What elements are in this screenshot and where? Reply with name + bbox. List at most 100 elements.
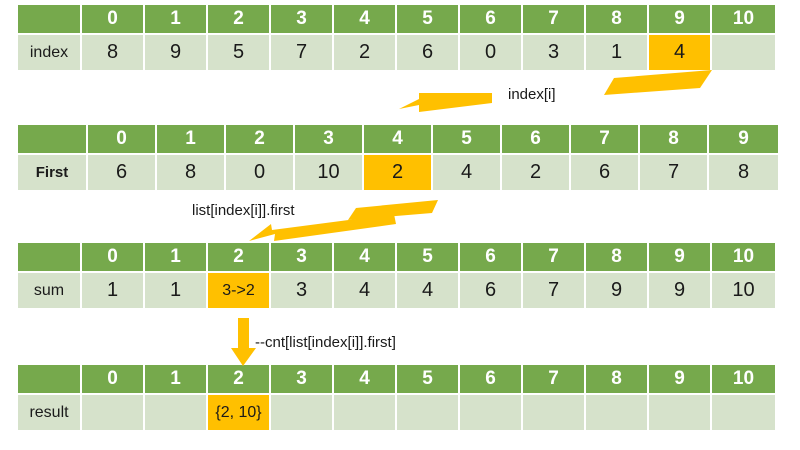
column-header-8: 8 (640, 125, 709, 155)
column-header-6: 6 (502, 125, 571, 155)
column-header-8: 8 (586, 5, 649, 35)
table-sum-row-label: sum (18, 273, 82, 308)
column-header-1: 1 (145, 243, 208, 273)
cell-sum-table-5: 4 (397, 273, 460, 308)
table-index-row-label: index (18, 35, 82, 70)
column-header-3: 3 (295, 125, 364, 155)
column-header-0: 0 (88, 125, 157, 155)
column-header-10: 10 (712, 365, 775, 395)
column-header-9: 9 (709, 125, 778, 155)
column-header-10: 10 (712, 243, 775, 273)
column-header-0: 0 (82, 365, 145, 395)
column-header-9: 9 (649, 243, 712, 273)
column-header-5: 5 (397, 243, 460, 273)
cell-first-table-8: 7 (640, 155, 709, 190)
cell-index-table-10 (712, 35, 775, 70)
column-header-7: 7 (571, 125, 640, 155)
column-header-4: 4 (334, 5, 397, 35)
column-header-6: 6 (460, 5, 523, 35)
column-header-9: 9 (649, 365, 712, 395)
cell-index-table-8: 1 (586, 35, 649, 70)
cell-index-table-0: 8 (82, 35, 145, 70)
column-header-5: 5 (433, 125, 502, 155)
cell-first-table-7: 6 (571, 155, 640, 190)
cell-result-table-8 (586, 395, 649, 430)
cell-sum-table-8: 9 (586, 273, 649, 308)
column-header-1: 1 (157, 125, 226, 155)
cell-sum-table-7: 7 (523, 273, 586, 308)
arrow-list-first-tail (348, 200, 438, 220)
cell-first-table-4: 2 (364, 155, 433, 190)
arrow-index-i-tail (604, 70, 712, 95)
column-header-4: 4 (364, 125, 433, 155)
cell-first-table-1: 8 (157, 155, 226, 190)
cell-sum-table-3: 3 (271, 273, 334, 308)
column-header-5: 5 (397, 5, 460, 35)
table-result-data-row: result {2, 10} (18, 395, 775, 430)
column-header-10: 10 (712, 5, 775, 35)
column-header-2: 2 (208, 365, 271, 395)
cell-result-table-9 (649, 395, 712, 430)
cell-index-table-4: 2 (334, 35, 397, 70)
cell-sum-table-9: 9 (649, 273, 712, 308)
column-header-2: 2 (208, 5, 271, 35)
column-header-2: 2 (208, 243, 271, 273)
cell-index-table-2: 5 (208, 35, 271, 70)
column-header-6: 6 (460, 243, 523, 273)
cell-result-table-0 (82, 395, 145, 430)
cell-first-table-0: 6 (88, 155, 157, 190)
cell-result-table-4 (334, 395, 397, 430)
cell-first-table-2: 0 (226, 155, 295, 190)
column-header-1: 1 (145, 5, 208, 35)
cell-first-table-9: 8 (709, 155, 778, 190)
cell-sum-table-2: 3->2 (208, 273, 271, 308)
column-header-3: 3 (271, 243, 334, 273)
column-header-3: 3 (271, 5, 334, 35)
cell-sum-table-4: 4 (334, 273, 397, 308)
cell-result-table-6 (460, 395, 523, 430)
cell-index-table-3: 7 (271, 35, 334, 70)
cell-index-table-6: 0 (460, 35, 523, 70)
table-result-row-label: result (18, 395, 82, 430)
cell-first-table-3: 10 (295, 155, 364, 190)
column-header-6: 6 (460, 365, 523, 395)
arrow-index-i-head (399, 93, 492, 112)
column-header-7: 7 (523, 365, 586, 395)
annotation-index-i: index[i] (508, 86, 556, 103)
cell-first-table-5: 4 (433, 155, 502, 190)
cell-result-table-5 (397, 395, 460, 430)
annotation-cnt-decrement: --cnt[list[index[i]].first] (255, 334, 396, 351)
column-header-4: 4 (334, 365, 397, 395)
column-header-4: 4 (334, 243, 397, 273)
table-index-corner-cell (18, 5, 82, 35)
cell-index-table-5: 6 (397, 35, 460, 70)
column-header-0: 0 (82, 5, 145, 35)
cell-index-table-1: 9 (145, 35, 208, 70)
cell-sum-table-10: 10 (712, 273, 775, 308)
column-header-2: 2 (226, 125, 295, 155)
column-header-5: 5 (397, 365, 460, 395)
cell-sum-table-6: 6 (460, 273, 523, 308)
cell-result-table-3 (271, 395, 334, 430)
column-header-8: 8 (586, 243, 649, 273)
cell-sum-table-1: 1 (145, 273, 208, 308)
table-first-corner-cell (18, 125, 88, 155)
cell-sum-table-0: 1 (82, 273, 145, 308)
cell-index-table-7: 3 (523, 35, 586, 70)
column-header-3: 3 (271, 365, 334, 395)
cell-index-table-9: 4 (649, 35, 712, 70)
cell-first-table-6: 2 (502, 155, 571, 190)
column-header-7: 7 (523, 243, 586, 273)
arrow-cnt-decrement (231, 318, 256, 366)
